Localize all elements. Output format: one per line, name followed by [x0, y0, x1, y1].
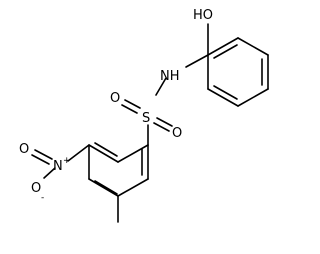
bond [156, 117, 173, 127]
bond [207, 37, 239, 56]
atom-labels: HO NH S O O N + O O - [19, 8, 213, 203]
bond [213, 44, 238, 59]
bond [237, 88, 269, 107]
structure-diagram: HO NH S O O N + O O - [19, 8, 269, 223]
nitro-oxygen-top-label: O [19, 142, 29, 157]
sulfonyl-oxygen-2-label: O [172, 126, 182, 141]
bond [124, 99, 141, 109]
bond [207, 88, 239, 107]
sulfur-label: S [142, 111, 150, 126]
bond [31, 154, 50, 165]
bond [94, 142, 118, 157]
bond [213, 85, 238, 100]
amine-label: NH [160, 69, 180, 84]
bond [121, 104, 138, 114]
nitro-nitrogen-charge: + [63, 156, 71, 166]
bond [67, 144, 90, 162]
nitro-oxygen-bottom-label: O [31, 181, 41, 196]
bond [88, 178, 119, 197]
bond [94, 180, 118, 195]
molecule-drawing: HO NH S O O N + O O - [19, 8, 269, 223]
bond [237, 37, 269, 56]
nitro-oxygen-bottom-charge: - [41, 193, 44, 203]
bonds [31, 23, 269, 223]
bond [43, 167, 56, 179]
bond [34, 149, 53, 160]
hydroxyl-label: HO [193, 8, 213, 23]
bond [155, 77, 167, 96]
bond [117, 144, 149, 163]
nitro-nitrogen-label: N [53, 159, 63, 174]
sulfonyl-oxygen-1-label: O [110, 91, 120, 106]
bond [153, 122, 170, 132]
bond [88, 144, 119, 163]
bond [185, 54, 209, 68]
bond [117, 178, 149, 197]
